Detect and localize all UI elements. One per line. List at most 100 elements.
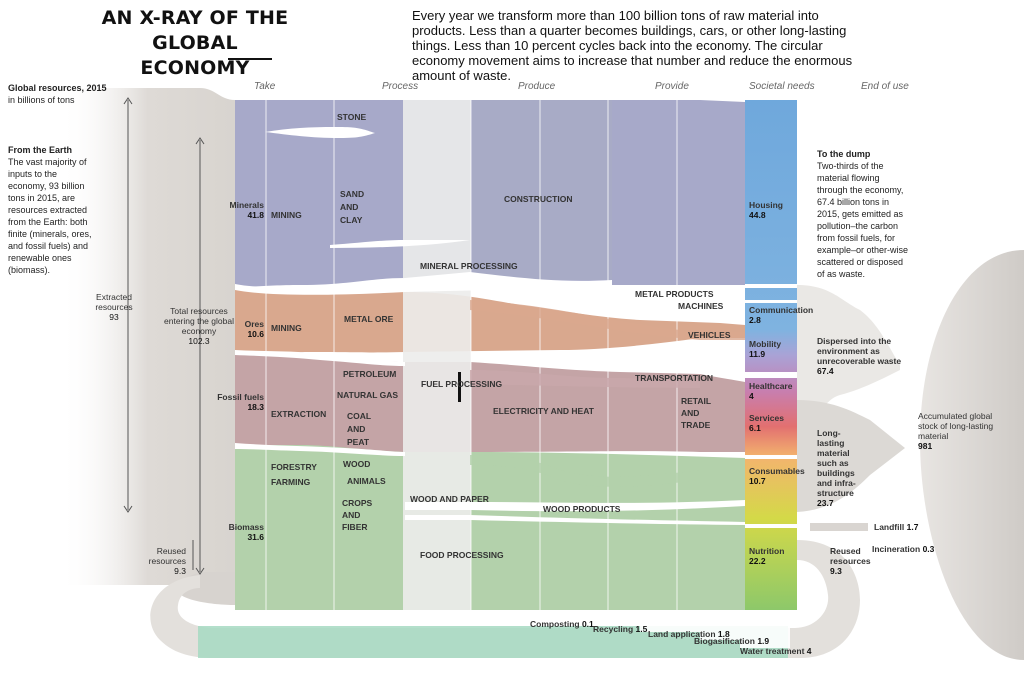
produce-vehicles: VEHICLES (688, 330, 731, 340)
method-mining-minerals: MINING (271, 210, 302, 220)
landfill-label: Landfill 1.7 (874, 522, 919, 532)
produce-retail-trade: RETAIL AND TRADE (681, 396, 711, 430)
gap-food (405, 515, 745, 525)
recycle-steps (590, 626, 790, 648)
recycle-recycling: Recycling 1.5 (593, 624, 648, 634)
process-mineral-processing: MINERAL PROCESSING (420, 261, 518, 271)
stage-societal-needs: Societal needs (749, 81, 815, 92)
method-forestry: FORESTRY (271, 462, 317, 472)
recycle-water-treatment: Water treatment 4 (740, 646, 812, 656)
process-fuel-processing: FUEL PROCESSING (421, 379, 503, 389)
produce-metal-products: METAL PRODUCTS (635, 289, 714, 299)
dispersed-label: Dispersed into the environment as unreco… (817, 336, 902, 376)
process-wood: WOOD (343, 459, 371, 469)
longlasting-outflow (797, 400, 905, 512)
stock-label: Accumulated global stock of long-lasting… (918, 411, 994, 451)
process-petroleum: PETROLEUM (343, 369, 397, 379)
ore-to-vehicles (470, 300, 745, 340)
stock-accumulation (920, 250, 1024, 660)
needs-gap-3 (745, 372, 797, 378)
process-food-processing: FOOD PROCESSING (420, 550, 504, 560)
process-column (403, 100, 471, 610)
landfill-bar (810, 523, 868, 531)
dispersed-outflow (797, 285, 900, 455)
produce-transportation: TRANSPORTATION (635, 373, 714, 383)
needs-gap-1 (745, 284, 797, 288)
stage-take: Take (254, 81, 276, 92)
units-title: Global resources, 2015 (8, 83, 107, 93)
stage-process: Process (382, 81, 419, 92)
gap-biomass (235, 443, 405, 456)
chart-title: AN X-RAY OF THE GLOBAL ECONOMY (100, 6, 290, 81)
recycle-land-application: Land application 1.8 (648, 629, 730, 639)
biomass-to-heat (470, 455, 700, 487)
gap-wood-paper (405, 500, 745, 512)
method-farming: FARMING (271, 477, 311, 487)
extracted-bracket (123, 97, 133, 513)
earth-note: From the Earth The vast majority of inpu… (8, 144, 92, 276)
process-stone: STONE (337, 112, 367, 122)
produce-electricity-heat: ELECTRICITY AND HEAT (493, 406, 594, 416)
process-sand-clay: SAND AND CLAY (340, 189, 365, 225)
total-bracket (195, 137, 205, 575)
dump-body: Two-thirds of the material flowing throu… (817, 161, 909, 279)
intro-text: Every year we transform more than 100 bi… (412, 8, 853, 83)
title-rule (228, 58, 272, 60)
fossil-flow (235, 352, 745, 452)
produce-machines: MACHINES (678, 301, 724, 311)
needs-gap-4 (745, 455, 797, 459)
needs-gap-5 (745, 524, 797, 528)
units-sub: in billions of tons (8, 95, 75, 105)
earth-body: The vast majority of inputs to the econo… (8, 157, 92, 275)
process-crops-fiber: CROPS AND FIBER (342, 498, 373, 532)
stage-provide: Provide (655, 81, 689, 92)
produce-wood-products: WOOD PRODUCTS (543, 504, 621, 514)
gap-fossil (235, 350, 405, 366)
units-note: Global resources, 2015 in billions of to… (8, 82, 118, 106)
title-line-1: AN X-RAY OF THE (101, 7, 289, 29)
incineration-label: Incineration 0.3 (872, 544, 935, 554)
gap-ores (235, 272, 612, 295)
method-mining-ores: MINING (271, 323, 302, 333)
title-line-2: GLOBAL ECONOMY (140, 32, 250, 79)
process-animals: ANIMALS (347, 476, 386, 486)
produce-construction: CONSTRUCTION (504, 194, 573, 204)
ores-flow (235, 287, 745, 353)
dump-note: To the dump Two-thirds of the material f… (817, 148, 912, 280)
total-label: Total resources entering the global econ… (164, 306, 234, 346)
earth-title: From the Earth (8, 145, 73, 155)
stage-end-of-use: End of use (861, 81, 909, 92)
recycle-composting: Composting 0.1 (530, 619, 594, 629)
process-natural-gas: NATURAL GAS (337, 390, 399, 400)
process-coal-peat: COAL AND PEAT (347, 411, 371, 447)
dump-title: To the dump (817, 149, 871, 159)
longlasting-label: Long-lasting material such as buildings … (817, 428, 856, 508)
method-extraction: EXTRACTION (271, 409, 327, 419)
gap-sand (330, 240, 470, 248)
gap-minerals-stone (265, 127, 375, 138)
stage-dividers (265, 100, 678, 610)
process-metal-ore: METAL ORE (344, 314, 394, 324)
extracted-flow (60, 88, 235, 605)
fuel-processing-marker (458, 372, 461, 402)
recycle-biogasification: Biogasification 1.9 (694, 636, 770, 646)
stage-produce: Produce (518, 81, 556, 92)
construction-block (472, 100, 612, 280)
needs-gap-2 (745, 300, 797, 303)
